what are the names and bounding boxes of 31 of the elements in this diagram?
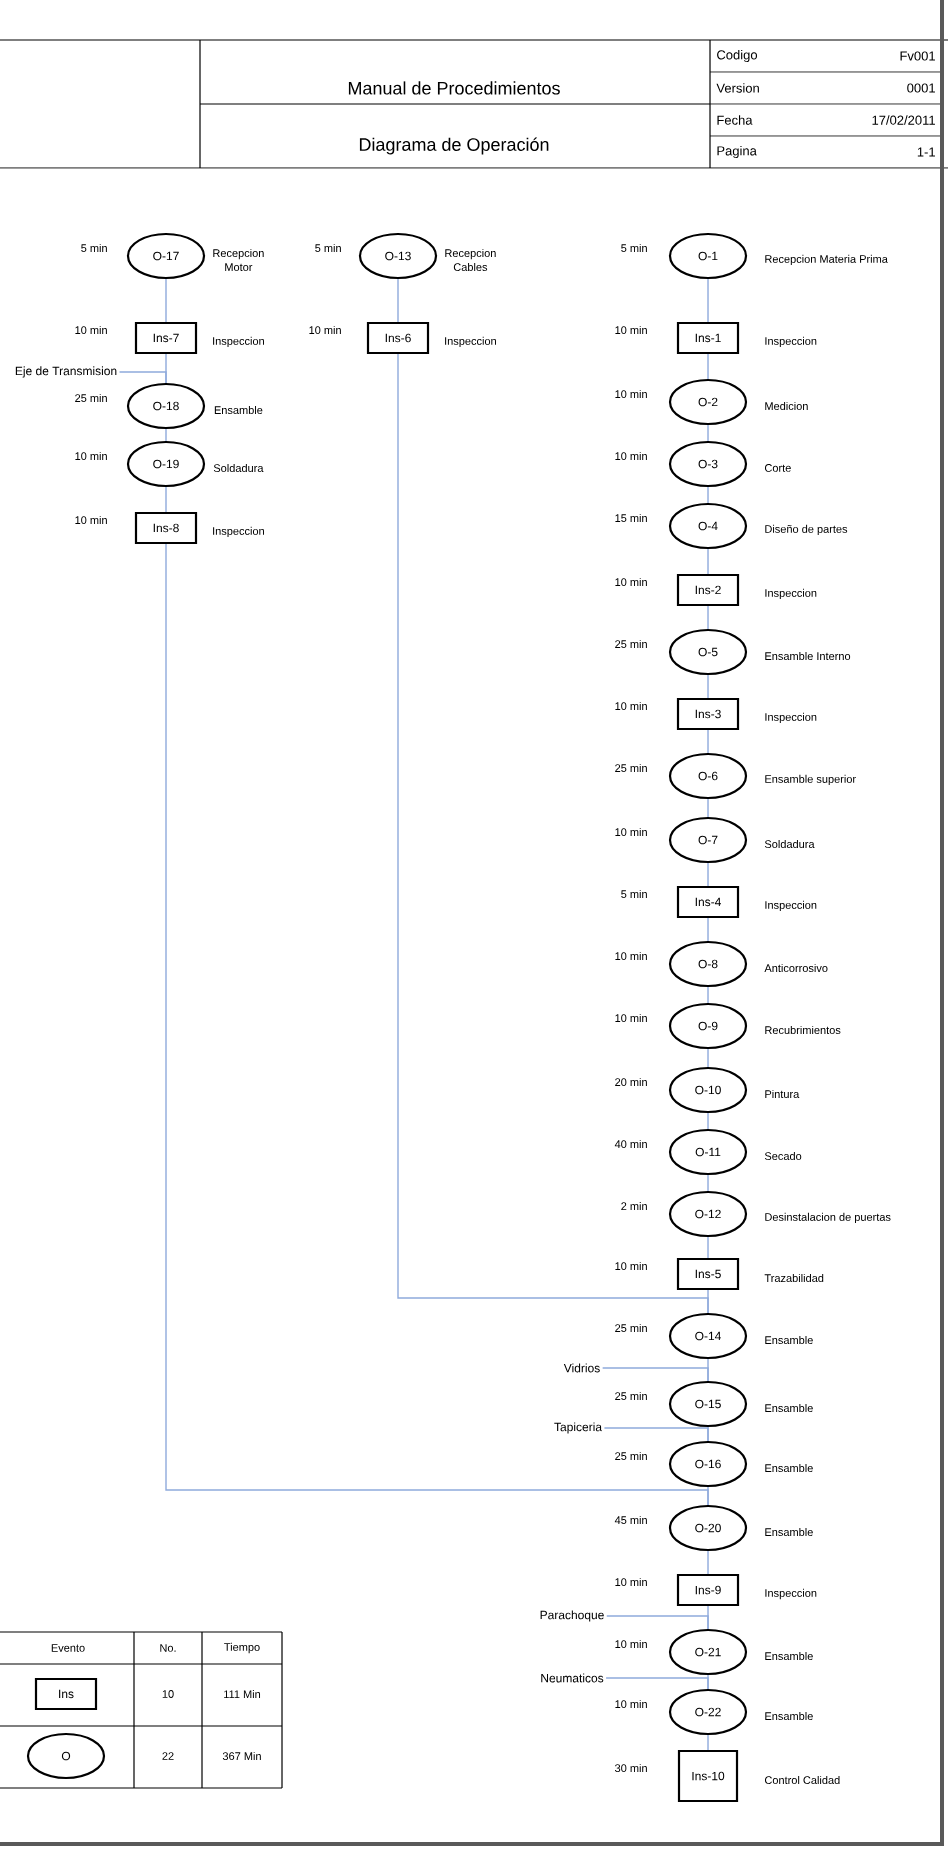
connector-line <box>707 729 709 754</box>
connector-line <box>707 986 709 1004</box>
connector-line <box>165 486 167 513</box>
connector-line <box>707 353 709 380</box>
connector-line <box>118 371 167 384</box>
connector-line <box>603 1427 709 1442</box>
connector-line <box>165 278 167 323</box>
connector-line <box>707 862 709 887</box>
connector-line <box>707 798 709 818</box>
header-text: Diagrama de Operación <box>359 137 549 155</box>
connector-line <box>397 278 399 323</box>
connector-line <box>707 605 709 630</box>
connector-line <box>707 1112 709 1130</box>
connector-line <box>707 1048 709 1068</box>
connector-line <box>606 1615 709 1630</box>
connector-line <box>707 1550 709 1575</box>
connector-line <box>601 1367 709 1382</box>
connector-line <box>707 674 709 699</box>
connector-line <box>707 486 709 504</box>
connector-line <box>707 1289 709 1314</box>
connector-line <box>707 1734 709 1751</box>
connector-line <box>707 1174 709 1192</box>
connector-line <box>707 278 709 323</box>
connector-line <box>707 548 709 575</box>
connector-line <box>165 428 167 442</box>
connector-line <box>707 1486 709 1506</box>
connector-line <box>707 917 709 942</box>
connector-line <box>605 1677 709 1690</box>
connector-line <box>707 1236 709 1259</box>
header-text: Manual de Procedimientos <box>348 81 560 95</box>
connector-line <box>707 424 709 442</box>
